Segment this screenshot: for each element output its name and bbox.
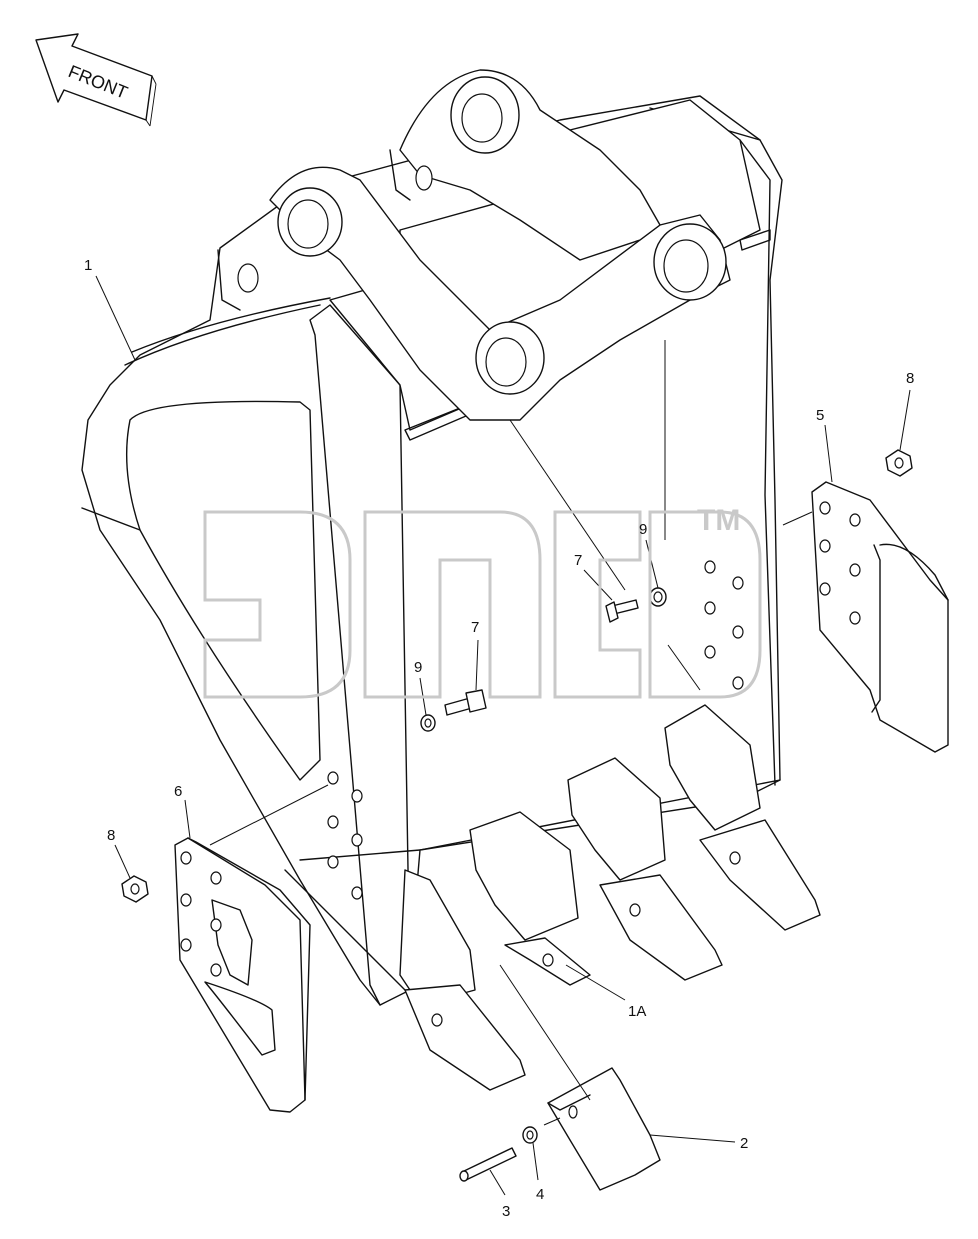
nut-part-8a	[121, 875, 149, 903]
leader-lines	[95, 275, 911, 1196]
tooth-3	[567, 757, 723, 981]
washer-part-9a	[649, 587, 667, 607]
washer-part-9b	[420, 714, 436, 732]
callout-2: 2	[740, 1135, 748, 1152]
watermark: TM	[203, 504, 762, 699]
callout-9a: 9	[639, 521, 647, 538]
callout-8b: 8	[906, 370, 914, 387]
callout-3: 3	[502, 1203, 510, 1220]
tooth-1	[399, 869, 526, 1091]
callout-8a: 8	[107, 827, 115, 844]
callout-7b: 7	[471, 619, 479, 636]
bolt-part-7a	[605, 599, 639, 623]
callout-7a: 7	[574, 552, 582, 569]
callout-6: 6	[174, 783, 182, 800]
tooth-2	[469, 811, 591, 986]
pin-bosses	[217, 69, 731, 421]
callout-5: 5	[816, 407, 824, 424]
callout-1: 1	[84, 257, 92, 274]
watermark-trademark: TM	[697, 504, 740, 537]
side-cutter-left	[174, 837, 311, 1113]
side-cutter-right	[811, 481, 949, 753]
bolt-part-7b	[444, 689, 487, 716]
callout-4: 4	[536, 1186, 544, 1203]
tooth-4	[664, 704, 821, 931]
side-plate-holes	[327, 560, 744, 900]
front-arrow: FRONT	[35, 33, 157, 127]
callout-1a: 1A	[628, 1003, 646, 1020]
pin-part-3	[459, 1147, 517, 1182]
callouts: 1 1A 2 3 4 5 6 7 7 8 8 9 9	[84, 257, 914, 1220]
nut-part-8b	[885, 449, 913, 477]
washer-part-4	[522, 1126, 538, 1144]
tooth-tip-part-2	[547, 1067, 661, 1191]
bucket-teeth	[399, 704, 821, 1091]
callout-9b: 9	[414, 659, 422, 676]
